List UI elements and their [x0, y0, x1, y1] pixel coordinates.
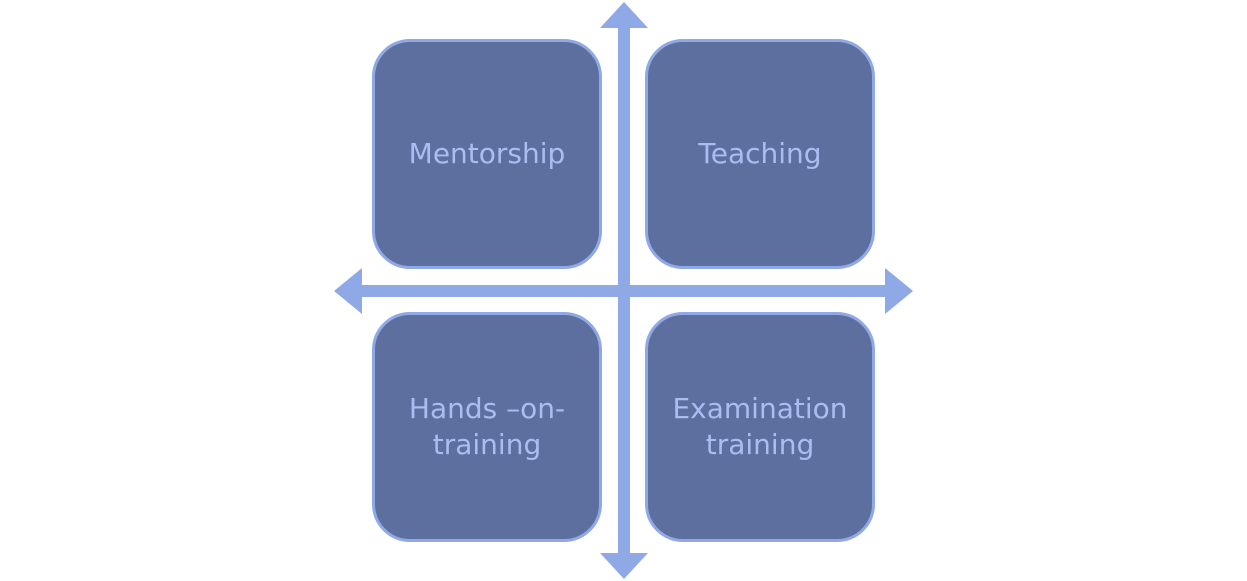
axis-arrow-left	[334, 268, 362, 314]
axis-arrow-right	[885, 268, 913, 314]
quadrant-label: Teaching	[698, 137, 822, 170]
quadrant-bottom-right: Examination training	[645, 312, 875, 542]
quadrant-label: Mentorship	[408, 137, 566, 170]
quadrant-bottom-left: Hands –on- training	[372, 312, 602, 542]
horizontal-axis	[360, 285, 888, 297]
quadrant-label: Examination training	[672, 392, 848, 461]
quadrant-top-left: Mentorship	[372, 39, 602, 269]
quadrant-top-right: Teaching	[645, 39, 875, 269]
axis-arrow-down	[600, 553, 648, 579]
quadrant-label: Hands –on- training	[408, 392, 566, 461]
axis-arrow-up	[600, 2, 648, 28]
